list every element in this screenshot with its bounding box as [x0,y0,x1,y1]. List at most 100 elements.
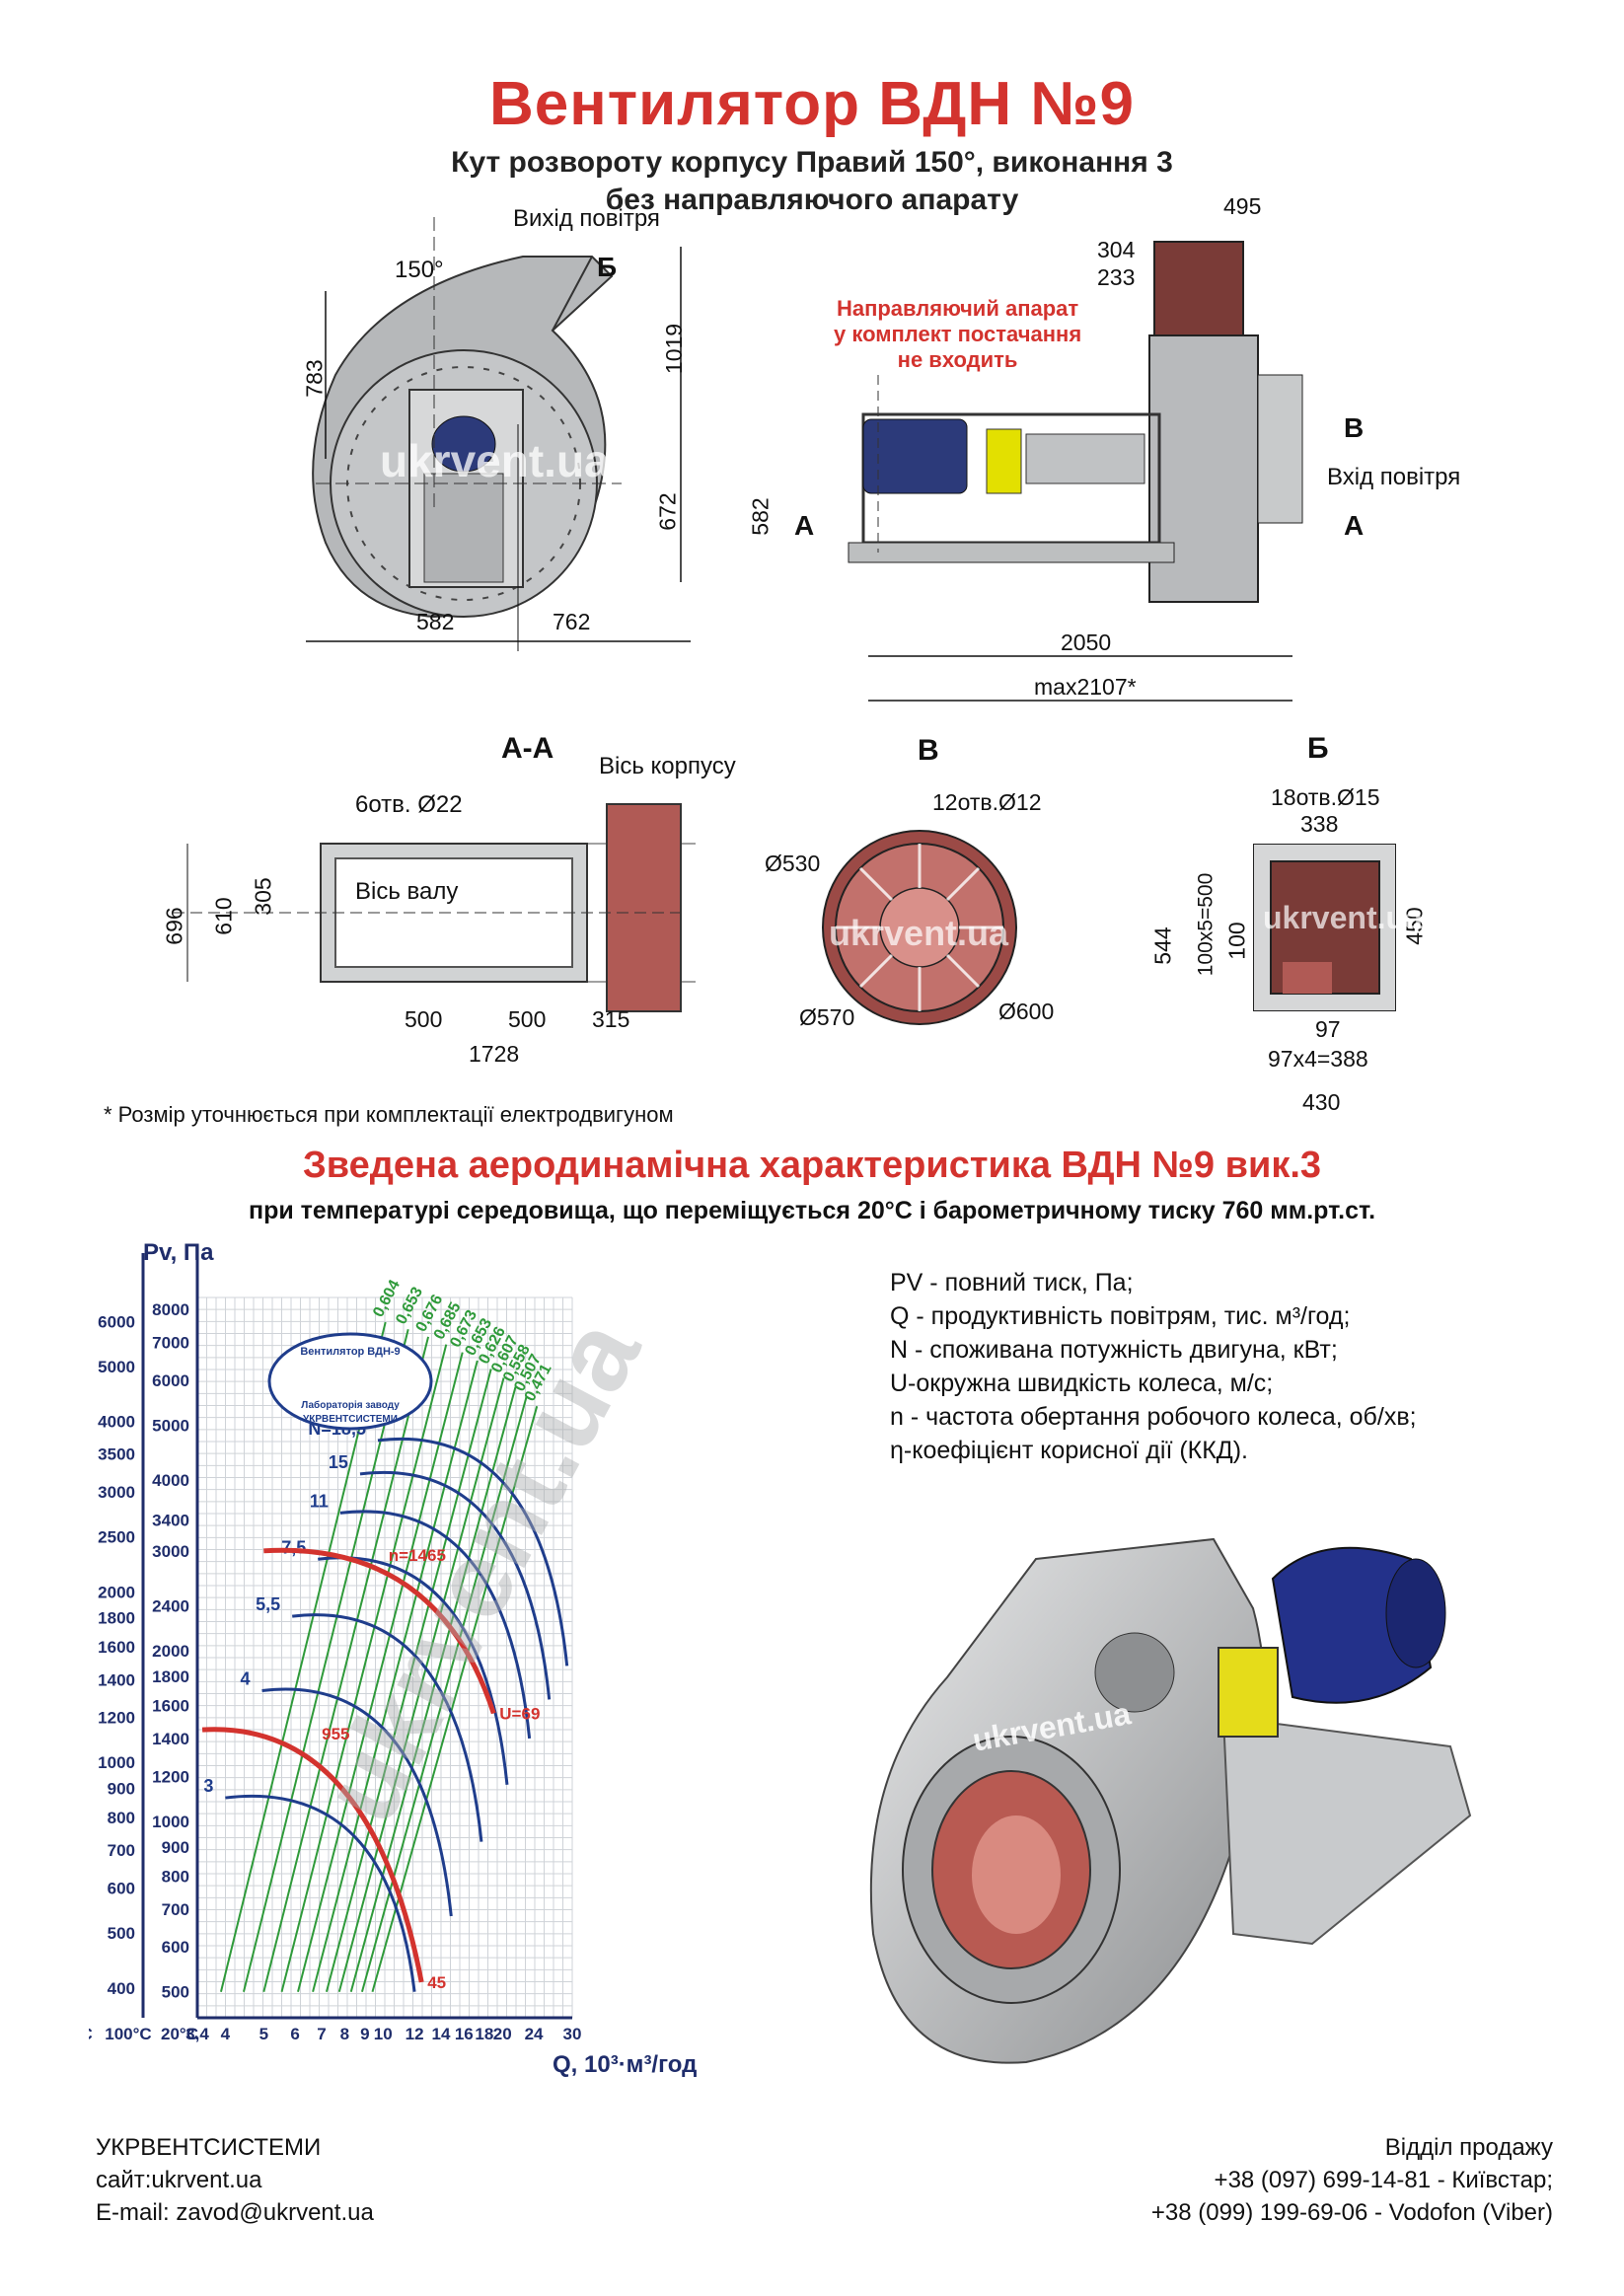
dim-430: 430 [1302,1089,1341,1115]
y-tick-20c: 500 [162,1983,189,2002]
dim-305: 305 [250,877,276,916]
outlet-label: Вихід повітря [513,205,660,232]
dim-97: 97 [1315,1016,1341,1042]
y-tick-100c: 600 [108,1880,135,1898]
x-tick: 10 [374,2025,393,2043]
axis-body-label: Вісь корпусу [599,753,736,779]
side-dim-lines [868,655,1292,702]
y-tick-20c: 1600 [152,1697,189,1716]
x-axis-title: Q, 10³·м³/год [553,2051,697,2077]
view-b-drawing [1253,844,1396,1011]
footer-company: УКРВЕНТСИСТЕМИ [96,2134,322,2161]
y-tick-20c: 2400 [152,1596,189,1615]
dim-582: 582 [416,609,455,634]
efficiency-line [325,1369,492,1992]
y-tick-20c: 7000 [152,1333,189,1352]
efficiency-line [312,1360,479,1992]
dim-495: 495 [1223,193,1262,219]
dim-582-side: 582 [747,497,774,536]
dim-610: 610 [210,897,237,935]
x-tick: 4 [221,2025,231,2043]
y-tick-100c: 1200 [98,1709,135,1728]
x-axis-temp: 200°С [89,2025,93,2043]
x-axis-temp: 20°С [161,2025,198,2043]
inlet-label: Вхід повітря [1327,464,1461,490]
legend-pv: PV - повний тиск, Па; [890,1269,1134,1296]
x-tick: 12 [406,2025,424,2043]
stamp-line2: Лабораторія заводу [301,1399,400,1411]
section-aa-drawing [173,803,696,1012]
v-holes-label: 12отв.Ø12 [932,789,1042,815]
x-axis-temp: 100°С [105,2025,151,2043]
guide-note-line3: не входить [897,347,1018,372]
y-tick-20c: 2000 [152,1642,189,1661]
dim-d600: Ø600 [998,999,1055,1024]
dim-783: 783 [301,359,328,398]
footer-site[interactable]: сайт:ukrvent.ua [96,2167,262,2193]
y-tick-100c: 1000 [98,1753,135,1772]
x-tick: 24 [525,2025,544,2043]
y-tick-20c: 1400 [152,1730,189,1748]
power-curve [318,1556,509,1785]
y-tick-100c: 6000 [98,1312,135,1331]
x-tick: 9 [360,2025,369,2043]
y-tick-20c: 1800 [152,1667,189,1686]
x-tick: 7 [317,2025,326,2043]
b-holes-label: 18отв.Ø15 [1271,784,1380,810]
y-axis-title: Pv, Па [143,1239,214,1266]
x-tick: 3,4 [185,2025,209,2043]
mark-v: В [1344,412,1365,443]
speed-curve [263,1547,496,1715]
power-curve-label: 11 [310,1491,329,1511]
y-tick-20c: 5000 [152,1416,189,1435]
dim-233: 233 [1097,264,1136,290]
aa-holes-label: 6отв. Ø22 [355,791,463,818]
power-curve-label: 5,5 [256,1594,280,1614]
power-curve [339,1510,532,1740]
footer-phone-2[interactable]: +38 (099) 199-69-06 - Vodofon (Viber) [1150,2199,1553,2226]
y-tick-100c: 2500 [98,1528,135,1547]
power-curve [359,1471,552,1700]
y-tick-100c: 1800 [98,1609,135,1628]
y-tick-100c: 3000 [98,1483,135,1502]
dim-762: 762 [553,609,591,634]
x-tick: 30 [563,2025,582,2043]
efficiency-line [219,1321,387,1992]
aero-chart: Pv, ПаQ, 10³·м³/год500600700800900100012… [89,1239,697,2077]
x-tick: 5 [259,2025,268,2043]
y-tick-20c: 800 [162,1867,189,1886]
axis-shaft-label: Вісь валу [355,878,459,905]
characteristic-title: Зведена аеродинамічна характеристика ВДН… [302,1145,1322,1186]
dim-97x4: 97х4=388 [1268,1046,1368,1072]
dim-1019: 1019 [661,323,688,375]
mark-a-left: А [794,510,815,541]
y-tick-100c: 4000 [98,1412,135,1431]
y-tick-20c: 1000 [152,1813,189,1831]
front-watermark: ukrvent.ua [380,435,610,486]
view-b-title: Б [1307,732,1329,765]
x-tick: 18 [475,2025,493,2043]
power-curve-label: 4 [241,1668,251,1688]
x-tick: 14 [432,2025,451,2043]
dim-d530: Ø530 [765,851,821,876]
footer-phone-1[interactable]: +38 (097) 699-14-81 - Київстар; [1214,2167,1553,2193]
side-view-drawing [848,241,1303,603]
dim-672: 672 [654,492,681,531]
stamp-line1: Вентилятор ВДН-9 [300,1346,400,1358]
efficiency-line [337,1377,505,1992]
x-tick: 16 [455,2025,474,2043]
dim-d570: Ø570 [799,1004,855,1030]
footer-email[interactable]: E-mail: zavod@ukrvent.ua [96,2199,374,2226]
power-curve [292,1613,483,1842]
guide-note-line2: у комплект постачання [834,322,1082,346]
front-view-drawing [312,217,622,619]
footer-left: УКРВЕНТСИСТЕМИ сайт:ukrvent.ua E-mail: z… [96,2131,374,2229]
speed-curve-label: n=1465 [389,1546,446,1565]
efficiency-line [262,1336,430,1992]
y-tick-100c: 500 [108,1924,135,1943]
y-tick-20c: 700 [162,1900,189,1919]
section-aa-title: А-А [501,732,554,765]
efficiency-line [349,1386,517,1992]
x-tick: 20 [493,2025,512,2043]
speed-curve-end-label: U=69 [499,1705,540,1724]
